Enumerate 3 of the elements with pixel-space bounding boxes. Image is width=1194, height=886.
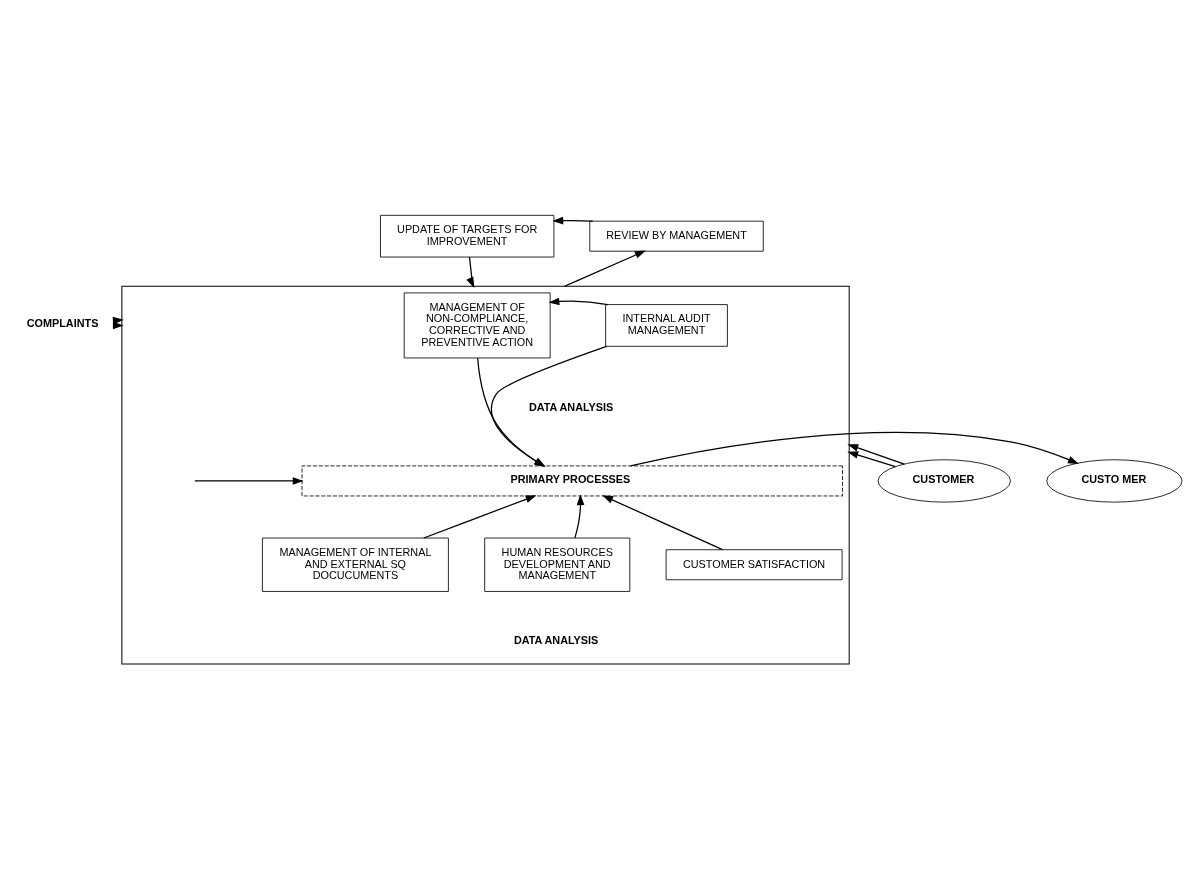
label: DATA ANALYSIS: [528, 400, 614, 413]
label: DATA ANALYSIS: [513, 634, 599, 647]
node-text: COMPLAINTS: [26, 317, 99, 330]
